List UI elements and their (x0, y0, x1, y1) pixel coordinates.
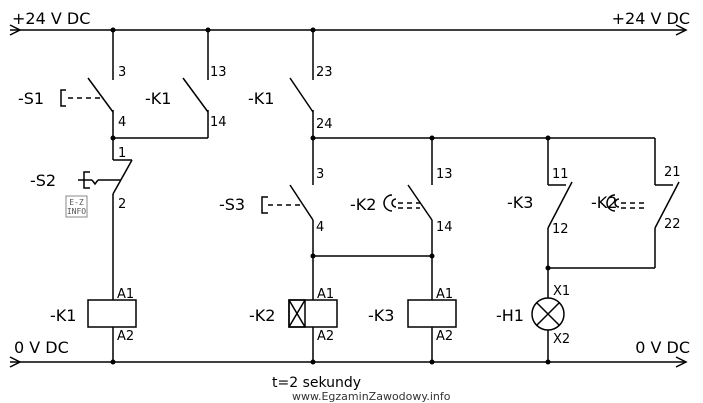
terminal-label: X2 (553, 332, 570, 347)
terminal-label: 21 (664, 165, 681, 180)
terminal-label: 1 (118, 146, 126, 161)
bottom-rail (9, 356, 688, 368)
junction-dots (110, 27, 551, 365)
device-label-k3-coil: -K3 (368, 306, 394, 325)
terminal-label: 4 (316, 220, 324, 235)
terminal-label: 23 (316, 65, 333, 80)
terminal-label: A2 (436, 329, 453, 344)
terminal-label: 4 (118, 115, 126, 130)
branch-k2-k3 (261, 30, 655, 362)
s2-info-line1: E-Z (69, 198, 84, 207)
terminal-label: A1 (436, 287, 453, 302)
k1-coil (87, 299, 137, 328)
device-label-k1-contact-a: -K1 (145, 89, 171, 108)
device-label-k2-coil: -K2 (249, 306, 275, 325)
terminal-label: 12 (552, 222, 569, 237)
device-label-k1-coil: -K1 (50, 306, 76, 325)
device-label-k3-contact: -K3 (507, 193, 533, 212)
terminal-label: 11 (552, 167, 569, 182)
terminal-label: A1 (317, 287, 334, 302)
terminal-label: A2 (117, 329, 134, 344)
rail-label-top-right: +24 V DC (612, 9, 690, 28)
branch-h1 (547, 138, 680, 362)
terminal-label: 3 (316, 167, 324, 182)
rail-label-bottom-right: 0 V DC (635, 338, 690, 357)
rail-label-bottom-left: 0 V DC (14, 338, 69, 357)
device-label-k1-contact-b: -K1 (248, 89, 274, 108)
device-label-k2-contact-a: -K2 (350, 195, 376, 214)
terminal-label: 24 (316, 117, 333, 132)
terminal-label: 14 (436, 220, 453, 235)
terminal-label: A1 (117, 287, 134, 302)
top-rail (9, 24, 688, 36)
device-label-s3: -S3 (219, 195, 245, 214)
terminal-label: 13 (210, 65, 227, 80)
device-label-k2-contact-b: -K2 (591, 193, 617, 212)
rail-label-top-left: +24 V DC (12, 9, 90, 28)
branch-k1 (60, 30, 209, 362)
terminal-label: 2 (118, 197, 126, 212)
caption: t=2 sekundy (272, 375, 361, 391)
watermark: www.EgzaminZawodowy.info (292, 390, 451, 403)
terminal-label: X1 (553, 284, 570, 299)
terminal-label: 22 (664, 217, 681, 232)
device-label-s1: -S1 (18, 89, 44, 108)
terminal-label: A2 (317, 329, 334, 344)
device-label-s2: -S2 (30, 171, 56, 190)
s2-info-symbol: E-Z INFO (65, 195, 88, 218)
terminal-label: 14 (210, 115, 227, 130)
k3-coil (407, 299, 457, 328)
terminal-label: 13 (436, 167, 453, 182)
terminal-label: 3 (118, 65, 126, 80)
s2-info-line2: INFO (67, 207, 86, 216)
device-label-h1: -H1 (496, 306, 524, 325)
k2-coil (288, 299, 338, 328)
h1-lamp (531, 297, 565, 331)
